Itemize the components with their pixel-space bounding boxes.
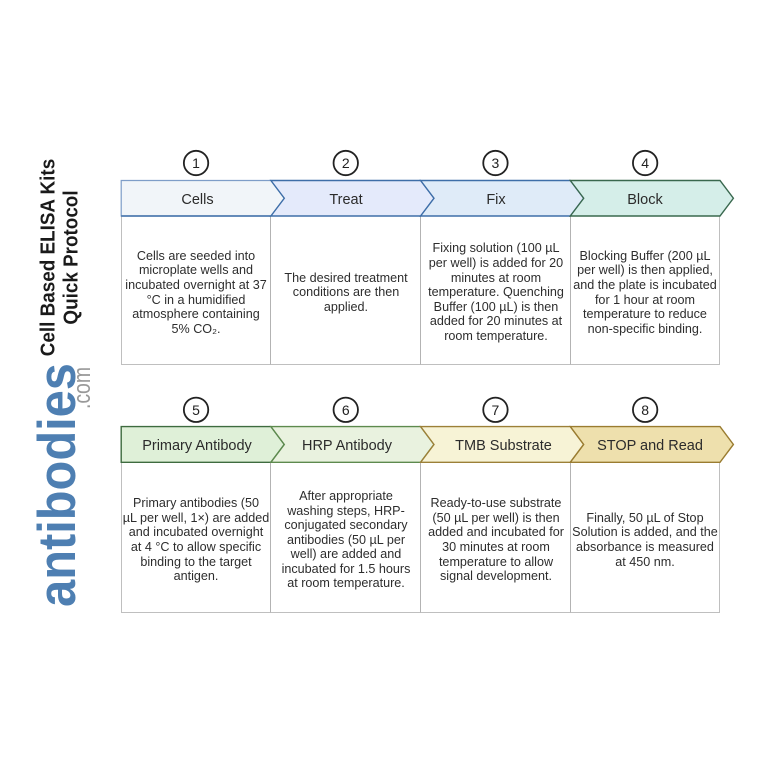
svg-text:6: 6 — [342, 402, 350, 418]
svg-text:2: 2 — [342, 155, 350, 171]
svg-text:3: 3 — [492, 155, 500, 171]
svg-text:5: 5 — [192, 402, 200, 418]
svg-text:7: 7 — [492, 402, 500, 418]
svg-text:4: 4 — [641, 155, 649, 171]
svg-text:8: 8 — [641, 402, 649, 418]
svg-text:1: 1 — [192, 155, 200, 171]
